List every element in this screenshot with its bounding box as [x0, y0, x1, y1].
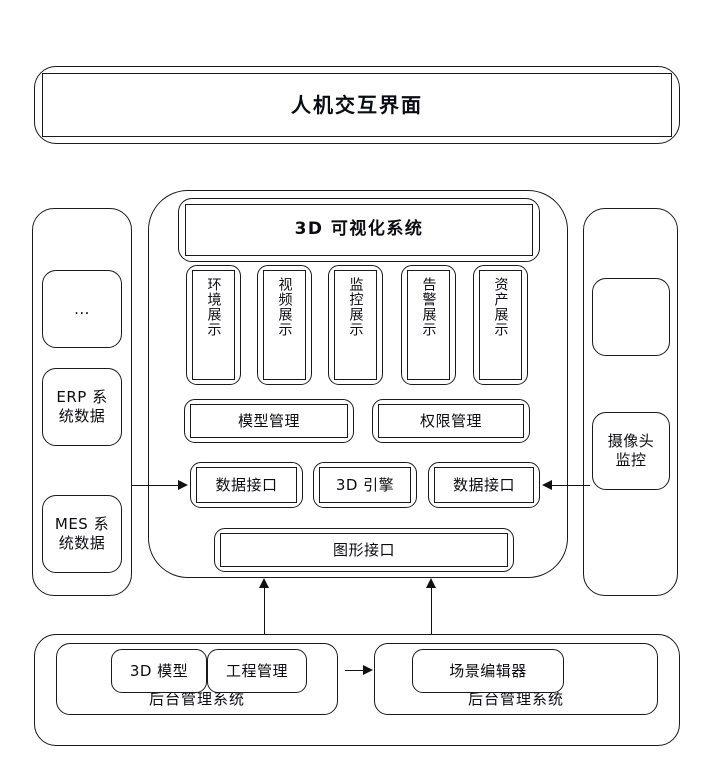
engine-3d-label: 3D 引擎	[335, 475, 395, 494]
visualization-system-shell[interactable]: 3D 可视化系统	[178, 198, 540, 262]
pillar-asset-label: 资产展示	[492, 277, 509, 337]
backend-left-item-project-management-label: 工程管理	[225, 661, 288, 680]
data-interface-left-shell[interactable]: 数据接口	[190, 462, 303, 508]
engine-3d-shell[interactable]: 3D 引擎	[313, 462, 417, 508]
left-panel-item-mes-label: MES 系 统数据	[54, 515, 110, 552]
pillar-asset[interactable]: 资产展示	[473, 265, 528, 385]
pillar-alarm-label: 告警展示	[420, 277, 437, 337]
engine-3d-inner: 3D 引擎	[319, 467, 411, 503]
visualization-system-inner: 3D 可视化系统	[185, 204, 533, 256]
arrow-backend-right-up-to-core	[424, 578, 438, 634]
data-interface-right-shell[interactable]: 数据接口	[428, 462, 540, 508]
right-panel-item-blank[interactable]	[592, 278, 670, 356]
arrow-camera-to-data-interface	[542, 474, 590, 496]
hmi-label: 人机交互界面	[291, 92, 423, 117]
hmi-shell: 人机交互界面	[34, 66, 680, 144]
model-management-shell[interactable]: 模型管理	[184, 399, 354, 443]
arrow-backend-left-to-right	[345, 661, 375, 679]
pillar-video-inner: 视频展示	[263, 270, 306, 380]
arrow-erp-to-data-interface	[132, 474, 190, 496]
arrow-backend-right-up-line	[431, 586, 432, 634]
arrow-backend-head-icon	[363, 665, 373, 675]
left-panel-item-erp-label: ERP 系 统数据	[56, 388, 108, 425]
pillar-environment-label: 环境展示	[205, 277, 222, 337]
arrow-backend-left-up-to-core	[257, 578, 271, 634]
graphics-interface-shell[interactable]: 图形接口	[214, 528, 514, 572]
graphics-interface-inner: 图形接口	[220, 533, 508, 567]
pillar-monitoring-inner: 监控展示	[334, 270, 377, 380]
left-panel-item-erp[interactable]: ERP 系 统数据	[42, 368, 122, 446]
left-panel-item-ellipsis-label: ...	[74, 299, 90, 318]
arrow-backend-right-up-head-icon	[426, 578, 436, 588]
arrow-erp-head-icon	[178, 480, 188, 490]
pillar-monitoring[interactable]: 监控展示	[328, 265, 383, 385]
pillar-video[interactable]: 视频展示	[257, 265, 312, 385]
pillar-environment-inner: 环境展示	[192, 270, 235, 380]
backend-left-caption: 后台管理系统	[148, 690, 245, 708]
model-management-label: 模型管理	[237, 411, 300, 430]
model-management-inner: 模型管理	[190, 404, 348, 438]
pillar-alarm[interactable]: 告警展示	[401, 265, 456, 385]
data-interface-right-inner: 数据接口	[434, 467, 534, 503]
data-interface-left-label: 数据接口	[215, 475, 278, 494]
arrow-backend-left-up-line	[264, 586, 265, 634]
arrow-erp-line	[132, 485, 180, 486]
arrow-backend-line	[345, 670, 365, 671]
visualization-system-label: 3D 可视化系统	[294, 219, 424, 240]
backend-right-item-scene-editor[interactable]: 场景编辑器	[412, 649, 564, 693]
backend-right-item-scene-editor-label: 场景编辑器	[449, 661, 527, 680]
arrow-camera-head-icon	[542, 480, 552, 490]
permission-management-label: 权限管理	[419, 411, 482, 430]
pillar-environment[interactable]: 环境展示	[186, 265, 241, 385]
backend-left-item-3d-model-label: 3D 模型	[129, 661, 189, 680]
graphics-interface-label: 图形接口	[332, 540, 395, 559]
data-interface-right-label: 数据接口	[452, 475, 515, 494]
backend-right-caption: 后台管理系统	[467, 690, 564, 708]
backend-left-item-project-management[interactable]: 工程管理	[207, 649, 307, 693]
permission-management-inner: 权限管理	[378, 404, 524, 438]
right-panel-item-camera[interactable]: 摄像头 监控	[592, 412, 670, 490]
left-panel-item-mes[interactable]: MES 系 统数据	[42, 495, 122, 573]
pillar-asset-inner: 资产展示	[479, 270, 522, 380]
arrow-camera-line	[550, 485, 590, 486]
right-panel-item-camera-label: 摄像头 监控	[607, 432, 655, 469]
permission-management-shell[interactable]: 权限管理	[372, 399, 530, 443]
arrow-backend-left-up-head-icon	[259, 578, 269, 588]
left-panel-item-ellipsis[interactable]: ...	[42, 270, 122, 348]
pillar-video-label: 视频展示	[276, 277, 293, 337]
right-device-panel	[583, 208, 678, 596]
backend-left-item-3d-model[interactable]: 3D 模型	[111, 649, 207, 693]
pillar-monitoring-label: 监控展示	[347, 277, 364, 337]
pillar-alarm-inner: 告警展示	[407, 270, 450, 380]
hmi-inner: 人机交互界面	[42, 73, 672, 137]
data-interface-left-inner: 数据接口	[196, 467, 297, 503]
